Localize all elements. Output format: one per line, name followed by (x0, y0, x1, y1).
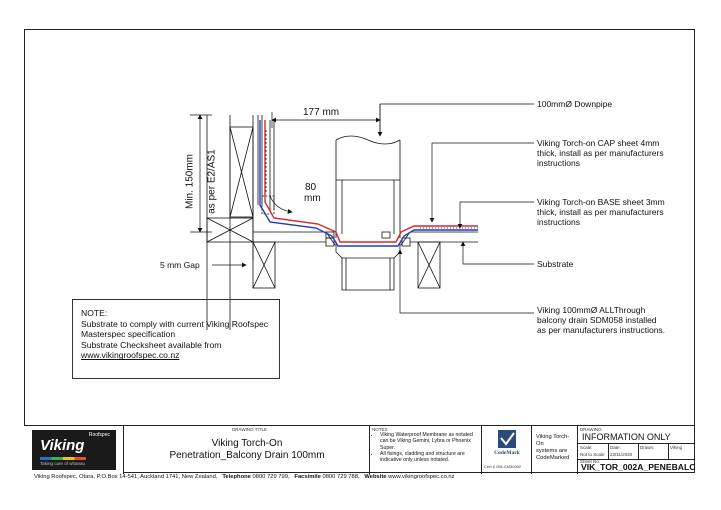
logo-name: Viking (40, 437, 85, 454)
dim-150-label-1: Min. 150mm (184, 154, 196, 210)
dim-177-label: 177 mm (303, 107, 340, 118)
callout-base-sheet: Viking Torch-on BASE sheet 3mm thick, in… (537, 197, 665, 227)
leader-base-sheet (457, 201, 534, 229)
logo-superscript: Roofspec (88, 432, 110, 438)
leader-drain (397, 249, 534, 314)
dim-80-line (269, 195, 293, 214)
drawing-title-2: Penetration_Balcony Drain 100mm (169, 450, 325, 461)
dim-80-label-top: 80 (305, 182, 317, 193)
notes-label: NOTES (372, 427, 388, 432)
drawing-info-cell: DRAWING INFORMATION ONLY Scale: Not to S… (578, 426, 695, 474)
sheet-label: Sheet No: (580, 459, 601, 464)
callout-downpipe: 100mmØ Downpipe (537, 99, 613, 109)
leader-downpipe (377, 103, 534, 137)
callout-substrate: Substrate (537, 259, 574, 269)
logo-cell: Roofspec Viking Taking care of whanau (24, 426, 124, 474)
dim-80-label-bottom: mm (304, 193, 321, 204)
base-sheet-membrane (259, 120, 478, 247)
footer-telephone-label: Telephone (222, 474, 251, 480)
codemark-logo-icon (498, 430, 516, 448)
drawing-label: DRAWING (580, 427, 602, 432)
drawing-title-1: Viking Torch-On (211, 438, 283, 449)
footer-facsimile-label: Facsimile (294, 474, 321, 480)
footer-address: Viking Roofspec, Otara, P.O.Box 14-541, … (34, 474, 218, 480)
grid-divider (608, 444, 609, 459)
scale-value: Not to Scale (580, 452, 605, 457)
scale-label: Scale: (580, 445, 593, 450)
note-line: Substrate to comply with current Viking … (81, 318, 269, 329)
leader-substrate (460, 241, 534, 265)
codemark-cell: CodeMark Cert # GM-CM30092 (482, 426, 532, 474)
codemark-text-cell: Viking Torch-On systems are CodeMarked (532, 426, 578, 474)
footer: Viking Roofspec, Otara, P.O.Box 14-541, … (34, 474, 455, 480)
joist (417, 241, 441, 289)
wall-framing (206, 115, 276, 330)
drawing-title-label: DRAWING TITLE (232, 427, 268, 432)
grid-divider (668, 444, 669, 459)
logo-color-bar (40, 457, 86, 460)
leader-cap-sheet (429, 142, 534, 223)
date-label: Date: (610, 445, 621, 450)
footer-website-label: Website (364, 474, 387, 480)
note-website-link[interactable]: www.vikingroofspec.co.nz (81, 350, 180, 361)
footer-telephone: 0800 729 799, (252, 474, 290, 480)
info-grid: Scale: Not to Scale Date: 23/11/2020 Dra… (578, 443, 695, 460)
cap-sheet-membrane (264, 120, 478, 243)
date-value: 23/11/2020 (610, 452, 633, 457)
viking-logo: Roofspec Viking Taking care of whanau (32, 430, 116, 470)
codemark-cert: Cert # GM-CM30092 (484, 464, 522, 469)
note-line: Substrate Checksheet available from (81, 339, 222, 350)
drain-body (335, 242, 401, 291)
codemark-text: Viking Torch-On systems are CodeMarked (536, 434, 570, 461)
notes-cell: NOTES Viking Waterproof Membrane as nota… (370, 426, 482, 474)
notes-list: Viking Waterproof Membrane as notated ca… (370, 432, 476, 463)
drawing-sheet (24, 29, 695, 473)
title-cell: DRAWING TITLE Viking Torch-On Penetratio… (124, 426, 370, 474)
note-item: All fixings, cladding and structure are … (380, 451, 476, 464)
note-heading: NOTE: (81, 308, 108, 318)
callout-gap: 5 mm Gap (160, 260, 200, 270)
callout-cap-sheet: Viking Torch-on CAP sheet 4mm thick, ins… (537, 138, 664, 168)
grid-divider (638, 444, 639, 459)
membrane-stipple (261, 122, 478, 229)
note-line: Masterspec specification (81, 329, 176, 340)
substrate-deck (253, 231, 478, 247)
drawing-number: VIK_TOR_002A_PENEBALC (581, 462, 696, 472)
codemark-name: CodeMark (494, 450, 520, 456)
title-block: Roofspec Viking Taking care of whanau DR… (24, 425, 695, 474)
drawn-value: Viking (670, 445, 683, 450)
footer-website[interactable]: www.vikingroofspec.co.nz (388, 474, 455, 480)
note-item: Viking Waterproof Membrane as notated ca… (380, 432, 476, 451)
status-text: INFORMATION ONLY (582, 432, 671, 442)
cladding (257, 115, 275, 215)
dim-150-label-2: as per E2/AS1 (206, 149, 218, 214)
drawn-label: Drawn: (640, 445, 655, 450)
logo-tagline: Taking care of whanau (40, 461, 86, 466)
footer-facsimile: 0800 729 788, (322, 474, 360, 480)
note-box: NOTE: Substrate to comply with current V… (72, 299, 280, 379)
downpipe (325, 135, 401, 239)
callout-drain: Viking 100mmØ ALLThrough balcony drain S… (537, 305, 666, 335)
